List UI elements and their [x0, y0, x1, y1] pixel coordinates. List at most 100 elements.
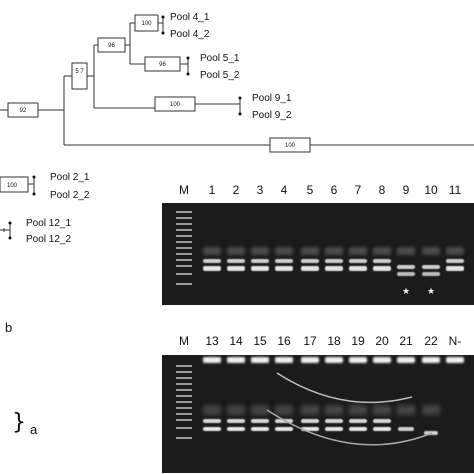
leaf-pool-2-2: Pool 2_2	[50, 190, 90, 201]
gel-band	[446, 266, 464, 271]
leaf-pool-5-1: Pool 5_1	[200, 53, 240, 64]
gel-band	[251, 405, 269, 415]
marker-ladder-band	[176, 235, 192, 237]
lane-label: 14	[229, 334, 243, 348]
gel-band	[373, 247, 391, 255]
marker-ladder-band	[176, 273, 192, 275]
bootstrap-pool5: 96	[159, 62, 166, 68]
marker-ladder-band	[176, 377, 192, 379]
gel-band	[203, 357, 221, 363]
gel-band	[301, 419, 319, 423]
lane-label: 8	[378, 183, 386, 197]
marker-ladder-band	[176, 283, 192, 285]
gel-band	[275, 427, 293, 431]
leaf-pool-4-2: Pool 4_2	[170, 29, 210, 40]
lane-label: M	[179, 183, 189, 197]
gel-band	[227, 266, 245, 271]
gel-band	[251, 266, 269, 271]
gel-band	[446, 357, 464, 363]
gel-band	[203, 419, 221, 423]
marker-ladder-band	[176, 253, 192, 255]
gel-band	[373, 259, 391, 263]
panel-brace: }	[12, 410, 26, 435]
lane-label: 15	[253, 334, 267, 348]
star-annotation: ★	[427, 286, 436, 296]
gel-band	[203, 427, 221, 431]
lane-label: 5	[306, 183, 314, 197]
marker-ladder-band	[176, 395, 192, 397]
gel-band	[349, 247, 367, 255]
gel-band	[203, 405, 221, 415]
lane-label: 10	[424, 183, 438, 197]
gel-band	[325, 405, 343, 415]
marker-ladder-band	[176, 265, 192, 267]
marker-ladder-band	[176, 419, 192, 421]
gel-band	[325, 419, 343, 423]
gel-band	[301, 427, 319, 431]
marker-ladder-band	[176, 211, 192, 213]
gel-band	[373, 405, 391, 415]
gel-band	[349, 259, 367, 263]
gel-band	[251, 357, 269, 363]
gel-band	[422, 272, 440, 276]
gel-band	[275, 357, 293, 363]
gel-band	[275, 259, 293, 263]
phylogenetic-tree: 100 96 96 5 7 100 92 100 100 Pool 4_1 Po…	[0, 12, 474, 245]
leaf-pool-4-1: Pool 4_1	[170, 12, 210, 23]
gel-band	[349, 405, 367, 415]
marker-ladder-band	[176, 407, 192, 409]
star-annotation: ★	[402, 286, 411, 296]
gel-band	[446, 259, 464, 263]
gel-band	[251, 247, 269, 255]
gel-band	[275, 247, 293, 255]
lane-label: 13	[205, 334, 219, 348]
lane-label: 2	[232, 183, 240, 197]
gel-band	[227, 357, 245, 363]
gel-band	[349, 357, 367, 363]
gel-band	[325, 259, 343, 263]
gel-top: ★★	[162, 203, 474, 305]
leaf-pool-2-1: Pool 2_1	[50, 172, 90, 183]
lane-label: 4	[280, 183, 288, 197]
leaf-pool-12-1: Pool 12_1	[26, 218, 71, 229]
bootstrap-pool4-9: 5 7	[75, 69, 84, 75]
lane-label: 6	[330, 183, 338, 197]
gel-band	[422, 265, 440, 269]
leaf-pool-9-2: Pool 9_2	[252, 110, 292, 121]
marker-ladder-band	[176, 217, 192, 219]
gel-band	[373, 357, 391, 363]
gel-band	[203, 266, 221, 271]
gel-band	[227, 419, 245, 423]
gel-band	[349, 266, 367, 271]
lane-label: 7	[354, 183, 362, 197]
gel-band	[251, 259, 269, 263]
gel-band	[349, 419, 367, 423]
leaf-pool-5-2: Pool 5_2	[200, 70, 240, 81]
lane-label: 3	[256, 183, 264, 197]
marker-ladder-band	[176, 259, 192, 261]
marker-ladder-band	[176, 427, 192, 429]
gel-band	[397, 265, 415, 269]
panel-letter-b: b	[5, 320, 13, 335]
gel-band	[373, 419, 391, 423]
bootstrap-root: 92	[20, 108, 27, 114]
bootstrap-pool4: 100	[141, 21, 152, 27]
gel-band	[301, 247, 319, 255]
gel-band	[398, 427, 414, 431]
gel-band	[251, 419, 269, 423]
lane-label: 9	[402, 183, 410, 197]
lane-label: N-	[448, 334, 462, 348]
gel-bottom	[162, 355, 474, 473]
gel-band	[325, 357, 343, 363]
gel-band	[203, 247, 221, 255]
gel-band	[251, 427, 269, 431]
marker-ladder-band	[176, 437, 192, 439]
gel-artefact-arc	[266, 372, 433, 446]
marker-ladder-band	[176, 229, 192, 231]
marker-ladder-band	[176, 365, 192, 367]
lane-label: 19	[351, 334, 365, 348]
bootstrap-pool2: 100	[7, 183, 18, 189]
lane-label: 22	[424, 334, 438, 348]
gel-band	[227, 427, 245, 431]
